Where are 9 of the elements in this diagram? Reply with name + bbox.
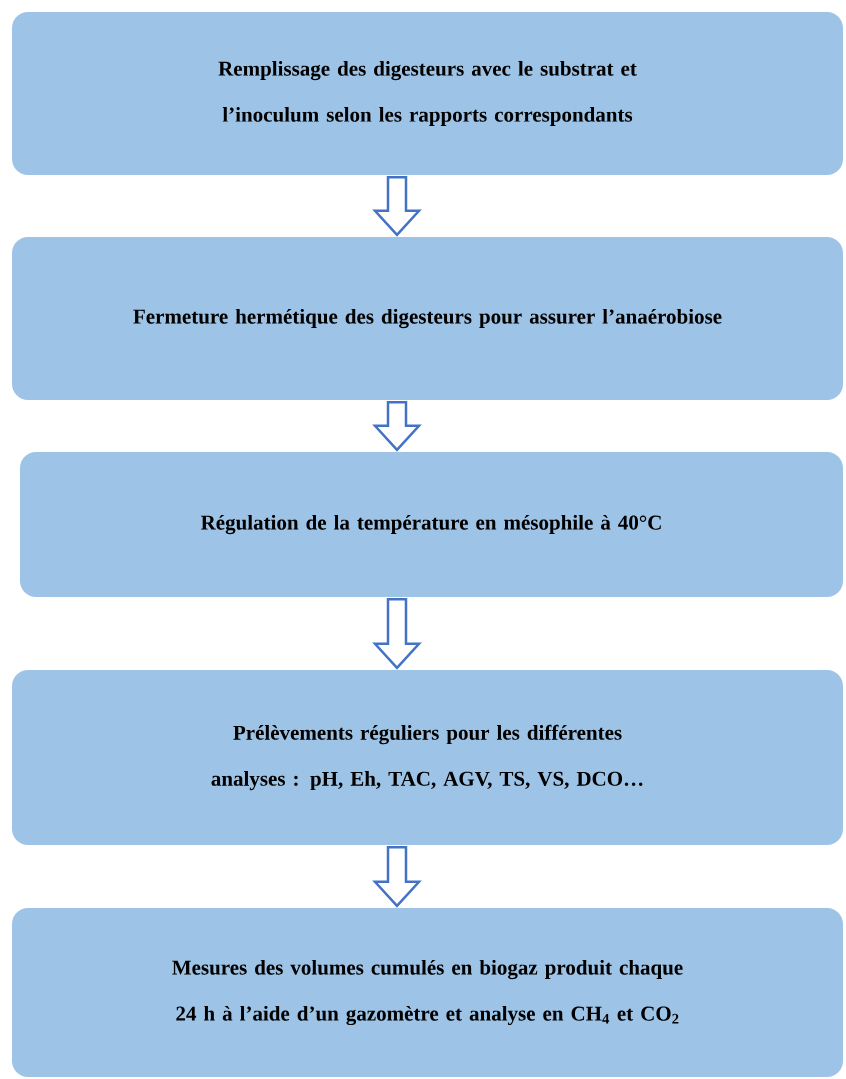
block-arrow <box>372 400 422 452</box>
process-box: Prélèvements réguliers pour les différentes analyses : pH, Eh, TAC, AGV, TS, VS, DCO… <box>12 670 843 845</box>
process-box: Mesures des volumes cumulés en biogaz produit chaque 24 h à l’aide d’un gazomètre et analyse en CH$_{4}$ et CO$_{2}$ <box>12 908 843 1077</box>
block-arrow <box>372 175 422 237</box>
process-box: Fermeture hermétique des digesteurs pour assurer l’anaérobiose <box>12 237 843 400</box>
block-arrow <box>372 597 422 670</box>
process-box: Remplissage des digesteurs avec le substrat et l’inoculum selon les rapports correspondants <box>12 12 843 175</box>
process-box: Régulation de la température en mésophile à 40°C <box>20 452 843 597</box>
block-arrow <box>372 845 422 908</box>
